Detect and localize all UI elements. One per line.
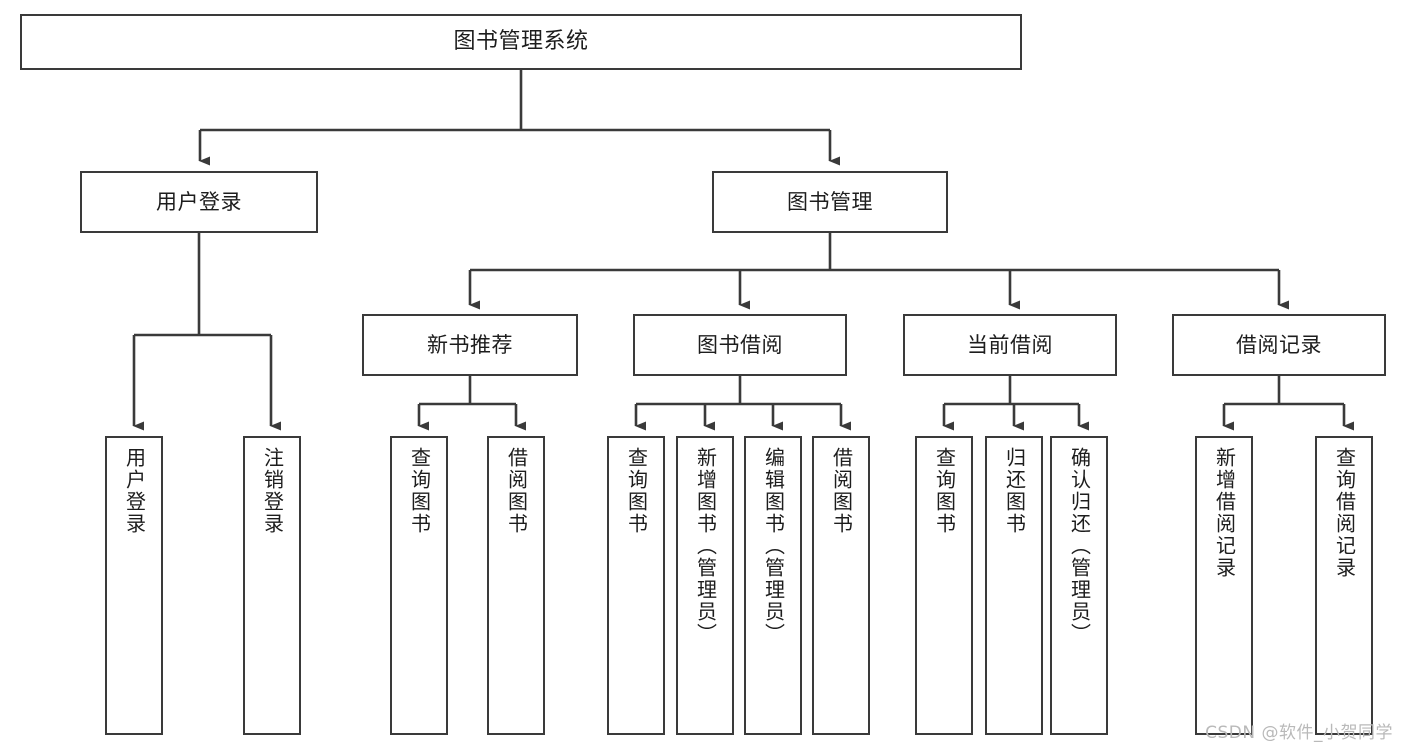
leaf-return-book-label: 归还图书 [1002,447,1027,535]
leaf-add-borrow-record-label: 新增借阅记录 [1212,447,1237,579]
leaf-add-book-admin-label: 新增图书（管理员） [693,447,718,645]
csdn-watermark: CSDN @软件_小贺同学 [1205,723,1393,743]
leaf-edit-book-admin[interactable]: 编辑图书（管理员） [744,436,802,735]
leaf-logout-label: 注销登录 [260,447,285,535]
leaf-edit-book-admin-label: 编辑图书（管理员） [761,447,786,645]
node-user-login-label: 用户登录 [156,189,242,214]
node-book-borrow-label: 图书借阅 [697,332,783,357]
leaf-confirm-return-admin[interactable]: 确认归还（管理员） [1050,436,1108,735]
node-current-borrow-label: 当前借阅 [967,332,1053,357]
leaf-borrow-book-new-label: 借阅图书 [504,447,529,535]
node-new-book-recommend[interactable]: 新书推荐 [362,314,578,376]
node-borrow-record-label: 借阅记录 [1236,332,1322,357]
node-current-borrow[interactable]: 当前借阅 [903,314,1117,376]
leaf-query-book-borrow[interactable]: 查询图书 [607,436,665,735]
leaf-query-book-new[interactable]: 查询图书 [390,436,448,735]
leaf-user-login[interactable]: 用户登录 [105,436,163,735]
leaf-borrow-book[interactable]: 借阅图书 [812,436,870,735]
node-book-management[interactable]: 图书管理 [712,171,948,233]
leaf-confirm-return-admin-label: 确认归还（管理员） [1067,447,1092,645]
leaf-borrow-book-label: 借阅图书 [829,447,854,535]
leaf-query-book-current[interactable]: 查询图书 [915,436,973,735]
leaf-logout[interactable]: 注销登录 [243,436,301,735]
leaf-query-borrow-record-label: 查询借阅记录 [1332,447,1357,579]
leaf-add-borrow-record[interactable]: 新增借阅记录 [1195,436,1253,735]
leaf-query-borrow-record[interactable]: 查询借阅记录 [1315,436,1373,735]
node-book-borrow[interactable]: 图书借阅 [633,314,847,376]
leaf-user-login-label: 用户登录 [122,447,147,535]
leaf-query-book-current-label: 查询图书 [932,447,957,535]
leaf-borrow-book-new[interactable]: 借阅图书 [487,436,545,735]
leaf-add-book-admin[interactable]: 新增图书（管理员） [676,436,734,735]
leaf-return-book[interactable]: 归还图书 [985,436,1043,735]
node-root[interactable]: 图书管理系统 [20,14,1022,70]
node-borrow-record[interactable]: 借阅记录 [1172,314,1386,376]
node-root-label: 图书管理系统 [453,29,589,55]
leaf-query-book-borrow-label: 查询图书 [624,447,649,535]
node-book-management-label: 图书管理 [787,189,873,214]
node-new-book-recommend-label: 新书推荐 [427,332,513,357]
node-user-login[interactable]: 用户登录 [80,171,318,233]
leaf-query-book-new-label: 查询图书 [407,447,432,535]
